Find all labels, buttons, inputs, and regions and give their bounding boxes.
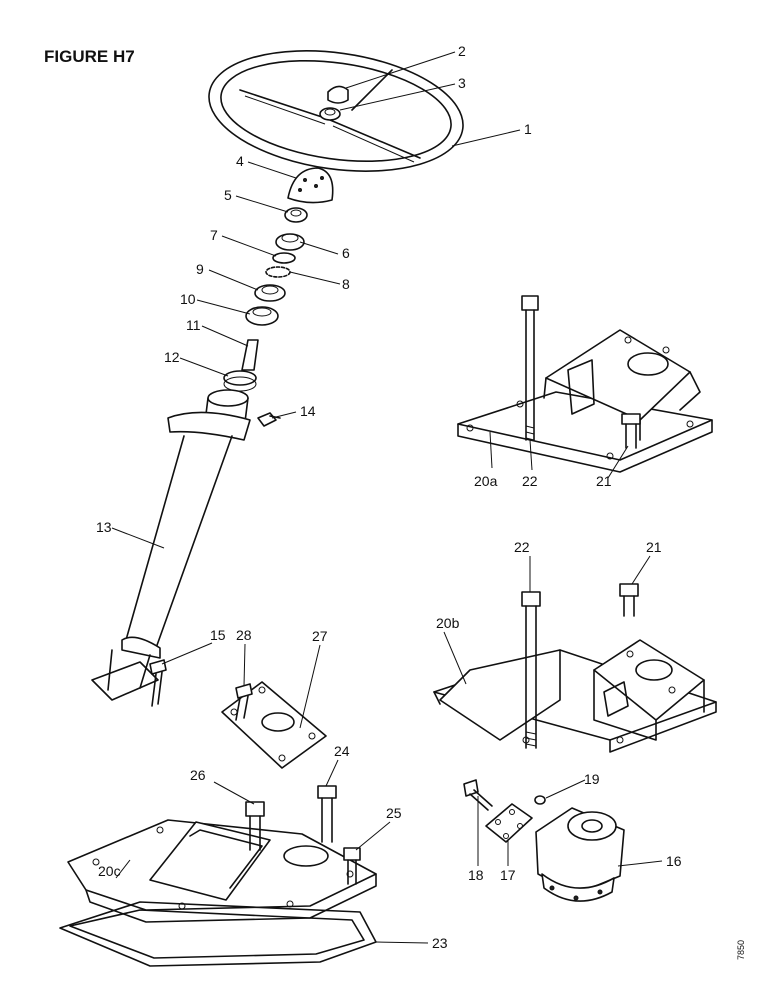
leader-lines [111,51,663,944]
callout-labels: 2 3 1 4 5 6 7 8 9 10 11 12 14 13 15 28 2… [96,43,682,951]
callout-22a: 22 [522,473,538,489]
callout-16: 16 [666,853,682,869]
callout-27: 27 [312,628,328,644]
grease-nipple [257,412,281,427]
o-ring-19 [534,795,546,805]
o-ring [272,252,296,264]
upper-bearing [254,284,286,302]
bolt-18 [463,779,493,811]
bolt-26 [245,801,265,851]
bearing [275,233,305,251]
callout-5: 5 [224,187,232,203]
spring-washer [265,266,291,278]
wheel-nut [319,107,341,121]
callout-11: 11 [186,317,201,333]
cover-plate [485,803,533,843]
steering-shaft [223,339,259,392]
callout-1: 1 [524,121,532,137]
callout-7: 7 [210,227,218,243]
column-tube [91,389,251,701]
drawing-code: 7850 [736,940,746,960]
callout-20b: 20b [436,615,460,631]
callout-21b: 21 [646,539,662,555]
callout-17: 17 [500,867,516,883]
callout-4: 4 [236,153,244,169]
callout-19: 19 [584,771,600,787]
hydraulic-unit [535,807,625,902]
long-bolt-22b [521,591,541,749]
bracket-20b [433,639,717,753]
bolt-25 [343,847,361,885]
gasket [59,901,377,967]
callout-18: 18 [468,867,484,883]
callout-2: 2 [458,43,466,59]
plate-bolt [235,683,253,721]
callout-20c: 20c [98,863,121,879]
long-bolt-22a [521,295,539,441]
callout-3: 3 [458,75,466,91]
callout-10: 10 [180,291,196,307]
bolt-24 [317,785,337,843]
lower-bearing [245,306,279,326]
steering-wheel [208,50,464,172]
callout-15: 15 [210,627,226,643]
callout-25: 25 [386,805,402,821]
bush [284,207,308,223]
callout-13: 13 [96,519,112,535]
callout-26: 26 [190,767,206,783]
bolt-21b [619,583,639,617]
callout-14: 14 [300,403,316,419]
callout-24: 24 [334,743,350,759]
figure-title: FIGURE H7 [44,47,135,66]
callout-21a: 21 [596,473,612,489]
callout-22b: 22 [514,539,530,555]
base-housing-20c [67,819,377,923]
callout-6: 6 [342,245,350,261]
bracket-20a [457,329,713,473]
callout-20a: 20a [474,473,498,489]
callout-9: 9 [196,261,204,277]
horn-cap [327,85,349,104]
callout-28: 28 [236,627,252,643]
callout-23: 23 [432,935,448,951]
callout-12: 12 [164,349,180,365]
callout-8: 8 [342,276,350,292]
dust-cover [287,167,334,204]
bolt-21a [621,413,641,449]
